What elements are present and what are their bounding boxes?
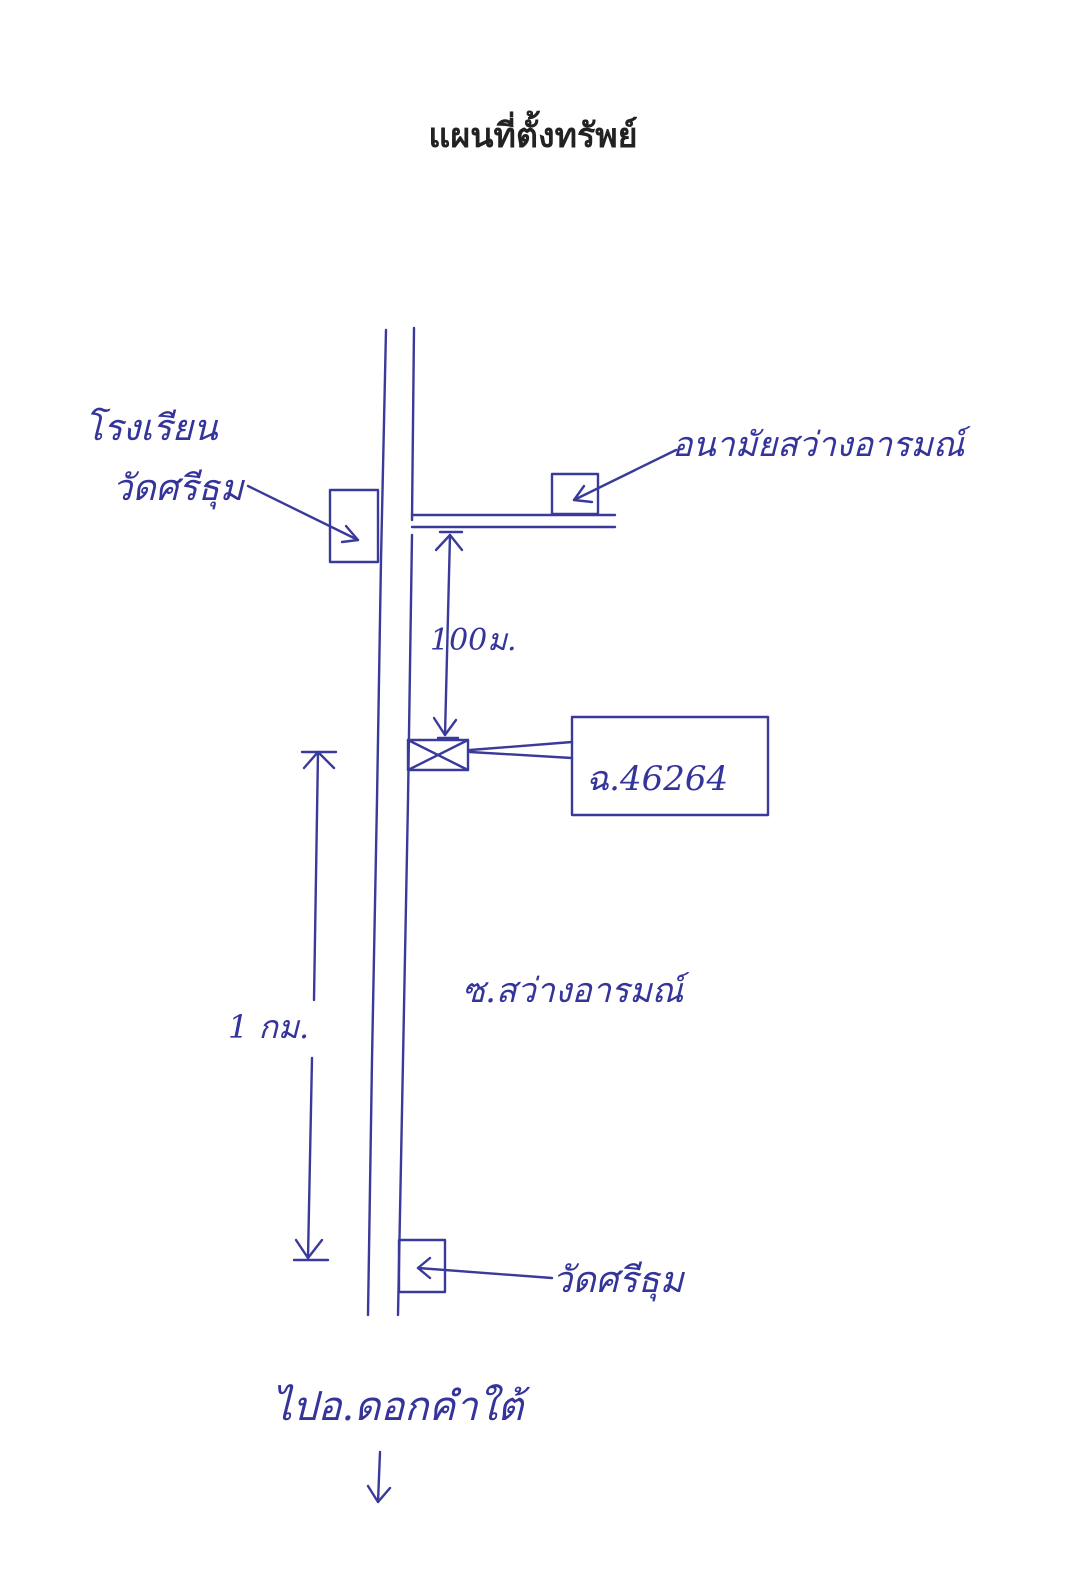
- side-road: [410, 513, 617, 529]
- property-parcel-marker: [406, 715, 770, 817]
- distance-100m-arrow: [432, 530, 464, 740]
- distance-1km-arrow: [292, 750, 338, 1262]
- school-marker: [246, 484, 380, 564]
- temple-label: วัดศรีธุม: [552, 1260, 686, 1302]
- school-label-line2: วัดศรีธุม: [112, 468, 246, 510]
- health-station-marker: [550, 448, 678, 516]
- temple-marker: [397, 1238, 554, 1294]
- distance-1km-label: 1 กม.: [228, 1008, 309, 1046]
- health-station-label: อนามัยสว่างอารมณ์: [672, 425, 971, 465]
- school-label-line1: โรงเรียน: [84, 407, 219, 449]
- page-title: แผนที่ตั้งทรัพย์: [428, 116, 638, 156]
- distance-100m-label: 100ม.: [430, 623, 517, 658]
- direction-label: ไปอ.ดอกคำใต้: [272, 1384, 530, 1430]
- soi-label: ซ.สว่างอารมณ์: [462, 971, 690, 1011]
- down-arrow-icon: [366, 1450, 392, 1504]
- parcel-label: ฉ.46264: [586, 759, 728, 799]
- main-road: [366, 326, 416, 1317]
